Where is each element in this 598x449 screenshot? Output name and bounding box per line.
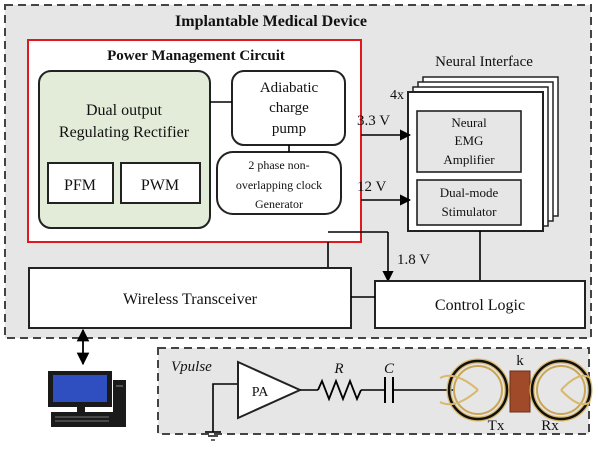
voltage-1v8-label: 1.8 V (397, 252, 430, 268)
coupling-core (509, 370, 531, 413)
vpulse-label: Vpulse (171, 359, 212, 375)
rectifier-label-line2: Regulating Rectifier (59, 124, 190, 141)
clock-generator-block (216, 151, 342, 215)
vpulse-input-wire (212, 383, 238, 432)
rx-coil-icon (529, 358, 593, 422)
resistor-label: R (333, 361, 343, 377)
ground-icon (205, 431, 221, 441)
pfm-block (47, 162, 114, 204)
computer-icon (48, 371, 126, 427)
pfm-label: PFM (64, 177, 96, 194)
power-management-title: Power Management Circuit (107, 48, 285, 64)
stimulator-block (416, 179, 522, 226)
emg-amplifier-line3: Amplifier (443, 152, 495, 167)
stimulator-line1: Dual-mode (440, 185, 499, 200)
control-logic-label: Control Logic (435, 297, 525, 314)
stimulator-line2: Stimulator (442, 204, 498, 219)
neural-interface-title: Neural Interface (435, 54, 533, 70)
coupling-k-label: k (516, 353, 524, 369)
voltage-12v-label: 12 V (357, 179, 386, 195)
power-amplifier-label: PA (252, 385, 270, 400)
clock-generator-line3: Generator (255, 197, 303, 211)
control-logic-block (374, 280, 586, 329)
regulating-rectifier-block (38, 70, 211, 229)
pwm-label: PWM (141, 177, 179, 194)
wireless-transceiver-label: Wireless Transceiver (123, 291, 258, 308)
charge-pump-line3: pump (272, 121, 306, 137)
emg-amplifier-block (416, 110, 522, 173)
capacitor-label: C (384, 361, 395, 377)
pwm-block (120, 162, 201, 204)
rectifier-label-line1: Dual output (86, 102, 163, 119)
power-amplifier-symbol (237, 360, 303, 420)
clock-generator-line2: overlapping clock (236, 178, 322, 192)
device-title: Implantable Medical Device (175, 13, 367, 30)
resistor-symbol (317, 378, 362, 402)
rx-label: Rx (541, 418, 559, 434)
tx-label: Tx (488, 418, 505, 434)
charge-pump-line2: charge (269, 100, 309, 116)
charge-pump-line1: Adiabatic (260, 80, 319, 96)
emg-amplifier-line2: EMG (455, 133, 484, 148)
voltage-3v3-label: 3.3 V (357, 113, 390, 129)
tx-coil-icon (439, 358, 510, 422)
wireless-transceiver-block (28, 267, 352, 329)
emg-amplifier-line1: Neural (451, 115, 487, 130)
clock-generator-line1: 2 phase non- (248, 158, 309, 172)
neural-count-label: 4x (390, 88, 404, 103)
